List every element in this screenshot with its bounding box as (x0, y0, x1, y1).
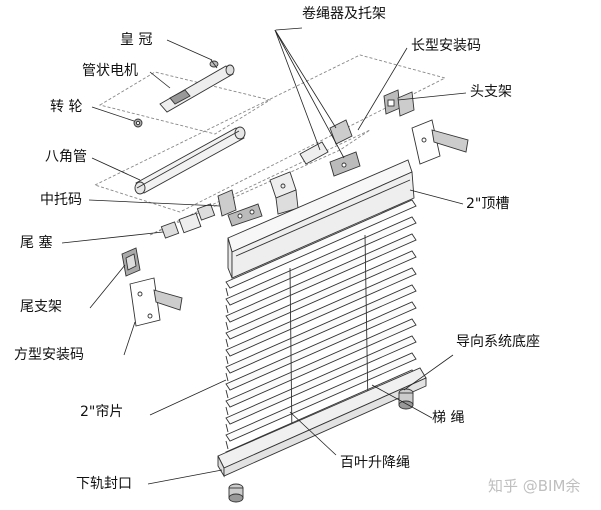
l-bracket-part (269, 171, 299, 215)
label-rotating-wheel: 转 轮 (50, 99, 83, 115)
assembly-panel-2 (93, 54, 447, 213)
slat-edge (225, 321, 229, 331)
square-mount-part (129, 277, 183, 327)
bottom-rail-part (217, 367, 427, 478)
ladder-cord-left (289, 267, 293, 441)
head-bracket-part (383, 89, 415, 117)
top-channel-part (227, 159, 415, 279)
octagonal-tube-part (134, 126, 246, 195)
slat (225, 216, 417, 306)
label-slat: 2"帘片 (80, 404, 124, 420)
slat-edge (225, 304, 229, 314)
label-octagonal-tube: 八角管 (45, 149, 87, 165)
slat-edge (225, 440, 229, 450)
label-square-mount: 方型安装码 (14, 347, 84, 363)
slat (225, 250, 417, 340)
assembly-panel-1 (98, 71, 272, 135)
tubular-motor-part (159, 64, 235, 113)
cord-roller-part (299, 119, 361, 177)
tail-bracket-part (121, 247, 141, 277)
slat (225, 284, 417, 374)
label-tail-bracket: 尾支架 (20, 299, 62, 315)
label-long-mount: 长型安装码 (411, 38, 481, 54)
label-center-support: 中托码 (40, 192, 82, 208)
slat-edge (225, 355, 229, 365)
slat-edge (225, 372, 229, 382)
slat (225, 318, 417, 408)
label-ladder-cord: 梯 绳 (432, 410, 465, 426)
label-end-plug: 尾 塞 (20, 235, 53, 251)
rotating-wheel-part (133, 118, 143, 128)
center-support-part (217, 189, 263, 227)
label-tubular-motor: 管状电机 (82, 63, 138, 79)
watermark: 知乎 @BIM余 (488, 477, 581, 495)
crown-part (209, 59, 219, 69)
slat (225, 301, 417, 391)
label-head-bracket: 头支架 (470, 84, 512, 100)
slat-edge (225, 423, 229, 433)
slat (225, 199, 417, 289)
long-mount-part (411, 119, 469, 165)
slat (225, 233, 417, 323)
label-guide-base: 导向系统底座 (456, 334, 540, 350)
label-bottom-rail-cap: 下轨封口 (76, 476, 132, 492)
slat-edge (225, 287, 229, 297)
slat (225, 352, 417, 442)
label-cord-roller: 卷绳器及托架 (302, 6, 386, 22)
label-top-channel: 2"顶槽 (466, 196, 510, 212)
label-lift-cord: 百叶升降绳 (340, 455, 410, 471)
slat-edge (225, 338, 229, 348)
slat (225, 267, 417, 357)
label-crown: 皇 冠 (120, 32, 153, 48)
slat-edge (225, 406, 229, 416)
end-plug-part (160, 203, 216, 239)
leader-lines (61, 27, 467, 485)
ladder-cord-right (364, 234, 369, 409)
slat (225, 335, 417, 425)
slat-edge (225, 389, 229, 399)
